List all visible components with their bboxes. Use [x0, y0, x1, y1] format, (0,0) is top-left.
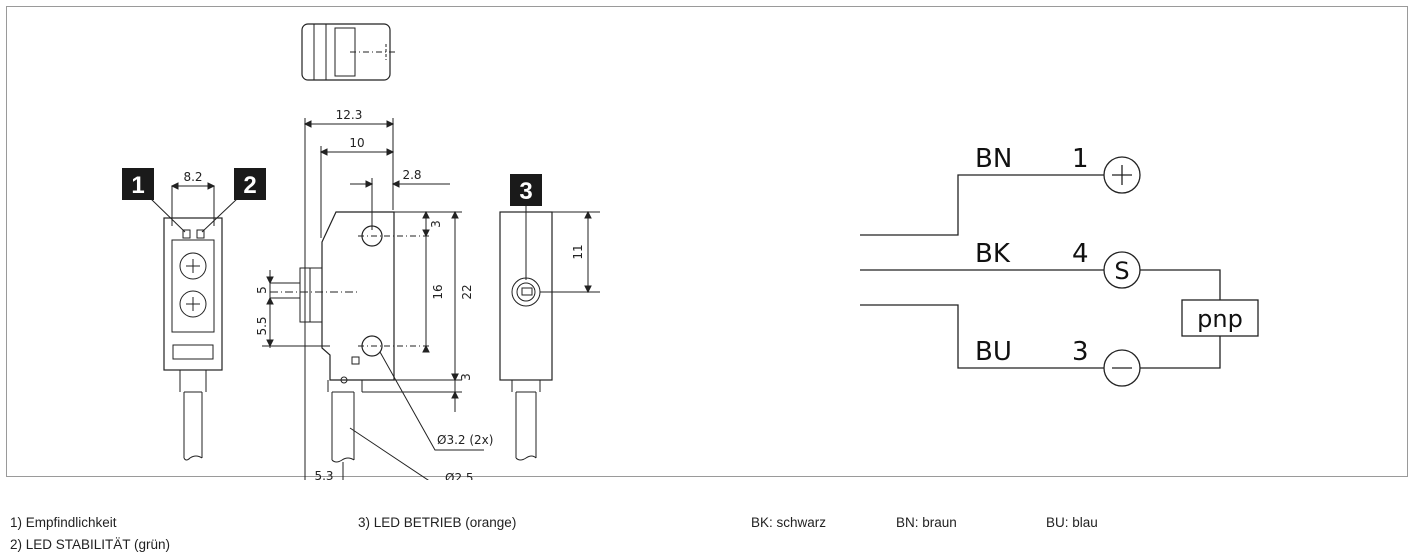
- front-view: [149, 182, 239, 461]
- dim-hole-diameter: Ø3.2 (2x): [437, 433, 493, 447]
- drawing-frame: [6, 6, 1408, 477]
- dim-width-10: 10: [349, 136, 364, 150]
- badge-2: 2: [234, 168, 266, 200]
- dim-hole-offset: 2.8: [402, 168, 421, 182]
- badge-3-label: 3: [519, 178, 532, 205]
- dim-cable-diameter: Ø2.5: [445, 471, 474, 480]
- legend-bn: BN: braun: [896, 515, 957, 530]
- top-view: [301, 23, 398, 81]
- wire-3-pin: 3: [1072, 337, 1089, 367]
- legend-item-1: 1) Empfindlichkeit: [10, 515, 117, 530]
- dim-height-16: 16: [431, 284, 445, 299]
- legend-bk: BK: schwarz: [751, 515, 827, 530]
- dim-left-5: 5: [255, 286, 269, 294]
- dim-overall-width: 12.3: [336, 108, 363, 122]
- badge-3: 3: [510, 174, 542, 206]
- badge-1: 1: [122, 168, 154, 200]
- wire-4-pin: 4: [1072, 239, 1089, 269]
- dim-front-width: 8.2: [183, 170, 202, 184]
- wire-bu-label: BU: [975, 337, 1012, 367]
- wire-4-symbol: S: [1114, 257, 1129, 285]
- dim-left-5-5: 5.5: [255, 316, 269, 335]
- wire-1-pin: 1: [1072, 144, 1089, 174]
- side-view: [262, 118, 484, 480]
- legend-item-2: 2) LED STABILITÄT (grün): [10, 537, 171, 552]
- legend-bu: BU: blau: [1046, 515, 1098, 530]
- wire-bn-label: BN: [975, 144, 1012, 174]
- dim-led-height: 11: [571, 244, 585, 259]
- output-type-label: pnp: [1197, 305, 1243, 333]
- badge-1-label: 1: [131, 172, 144, 199]
- technical-drawing: 1 2 3 8.2 12.3 10 2.8 3 16 22 5 5.5 3 Ø3…: [122, 23, 1259, 480]
- dim-cable-offset: 5.3: [314, 469, 333, 480]
- legend-item-3: 3) LED BETRIEB (orange): [358, 515, 517, 530]
- dim-top-3: 3: [429, 220, 443, 228]
- dim-height-22: 22: [460, 284, 474, 299]
- wiring-diagram: [860, 156, 1259, 387]
- back-view: [499, 206, 600, 461]
- wire-bk-label: BK: [975, 239, 1011, 269]
- dim-bottom-3: 3: [459, 373, 473, 381]
- badge-2-label: 2: [243, 172, 256, 199]
